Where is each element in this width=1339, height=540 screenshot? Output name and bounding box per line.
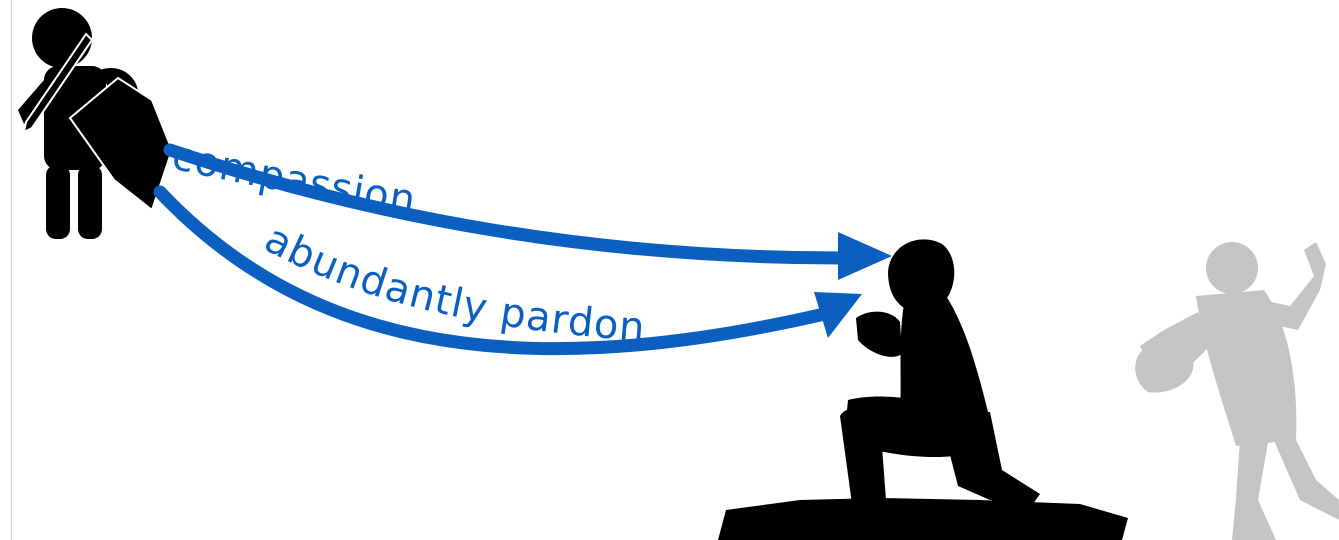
pardon-arrow-shaft — [153, 185, 827, 356]
pardon-arrowhead — [814, 292, 862, 338]
left-border-line — [11, 0, 12, 540]
compassion-arrowhead — [838, 232, 892, 280]
compassion-label: compassion — [168, 133, 419, 224]
kneeling-person-figure — [718, 239, 1128, 540]
abundantly-pardon-label: abundantly pardon — [257, 216, 647, 351]
armored-warrior-figure — [18, 8, 174, 239]
compassion-arrow-shaft — [163, 143, 849, 265]
fleeing-figure — [1135, 242, 1339, 540]
arrows-group — [153, 143, 892, 356]
